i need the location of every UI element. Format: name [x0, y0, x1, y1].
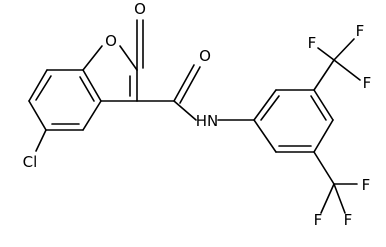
cf3-lower-fluorine-1-label: F: [362, 176, 371, 194]
chlorine-label: Cl: [23, 153, 38, 171]
cf3-upper-fluorine-1-label: F: [308, 34, 317, 52]
lactone-carbonyl-oxygen-label: O: [134, 0, 146, 18]
amide-group: [136, 64, 255, 121]
amide-nitrogen-label: HN: [196, 112, 219, 130]
ring-oxygen-label: O: [105, 32, 117, 50]
cf3-upper-fluorine-3-label: F: [363, 74, 372, 92]
pyranone-ring: [82, 19, 144, 102]
cf3-upper-group: [313, 38, 361, 91]
cf3-lower-fluorine-3-label: F: [344, 211, 353, 229]
cf3-lower-group: [313, 151, 358, 214]
cf3-lower-fluorine-2-label: F: [314, 211, 323, 229]
amide-carbonyl-oxygen-label: O: [199, 47, 211, 65]
coumarin-benzene-ring: [28, 69, 102, 131]
cf3-upper-fluorine-2-label: F: [356, 22, 365, 40]
chloro-bond: [35, 129, 47, 152]
aryl-ring: [253, 89, 334, 153]
